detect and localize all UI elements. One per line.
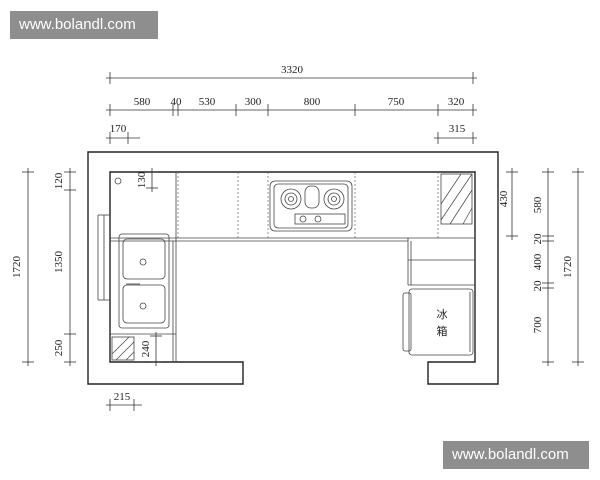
dim-left-total: 1720: [11, 256, 23, 279]
left-counter: [97, 172, 177, 362]
dim-right-offset: 315: [449, 123, 466, 135]
dim-left-inner-240: 240: [140, 340, 152, 357]
right-counter: [407, 238, 475, 286]
refrigerator: 冰 箱: [402, 288, 474, 356]
dim-right-20-a: 20: [532, 233, 544, 245]
dim-total-width: 3320: [281, 64, 304, 76]
top-counter: [110, 172, 475, 242]
dim-segment-580: 580: [134, 96, 151, 108]
dim-right-580: 580: [532, 196, 544, 213]
dim-left-part-1350: 1350: [53, 251, 65, 274]
dim-right-20-b: 20: [532, 280, 544, 292]
fridge-label-bottom: 箱: [437, 324, 448, 338]
outer-wall: [87, 151, 499, 385]
left-dimensions: 1720 120 1350 250 130 240: [11, 168, 162, 366]
dim-segment-750: 750: [388, 96, 405, 108]
dim-right-total: 1720: [562, 256, 574, 279]
dim-segment-320: 320: [448, 96, 465, 108]
watermark-top: www.bolandl.com: [10, 11, 158, 39]
hatched-cabinet-bottom-left: [111, 336, 135, 361]
dim-segment-40: 40: [171, 96, 183, 108]
hatched-cabinet-top-right: [440, 173, 473, 225]
bottom-dimensions: 215: [106, 391, 142, 411]
double-sink: [118, 233, 170, 329]
dim-segment-300: 300: [245, 96, 262, 108]
dim-left-part-120: 120: [53, 172, 65, 189]
dim-right-700: 700: [532, 316, 544, 333]
dim-right-400: 400: [532, 253, 544, 270]
dim-left-inner-130: 130: [136, 171, 148, 188]
dim-segment-800: 800: [304, 96, 321, 108]
dim-left-part-250: 250: [53, 339, 65, 356]
gas-cooktop: [269, 180, 353, 232]
dim-bottom-width: 215: [114, 391, 131, 403]
right-dimensions: 430 580 20 400 20 700 1720: [498, 168, 584, 366]
dim-segment-530: 530: [199, 96, 216, 108]
watermark-bottom: www.bolandl.com: [443, 441, 589, 469]
dim-left-offset: 170: [110, 123, 127, 135]
fridge-label-top: 冰: [437, 308, 448, 321]
top-dimensions: 3320 580 40 530 300 800 750 320 170 315: [106, 64, 477, 144]
dim-right-430: 430: [498, 190, 510, 207]
